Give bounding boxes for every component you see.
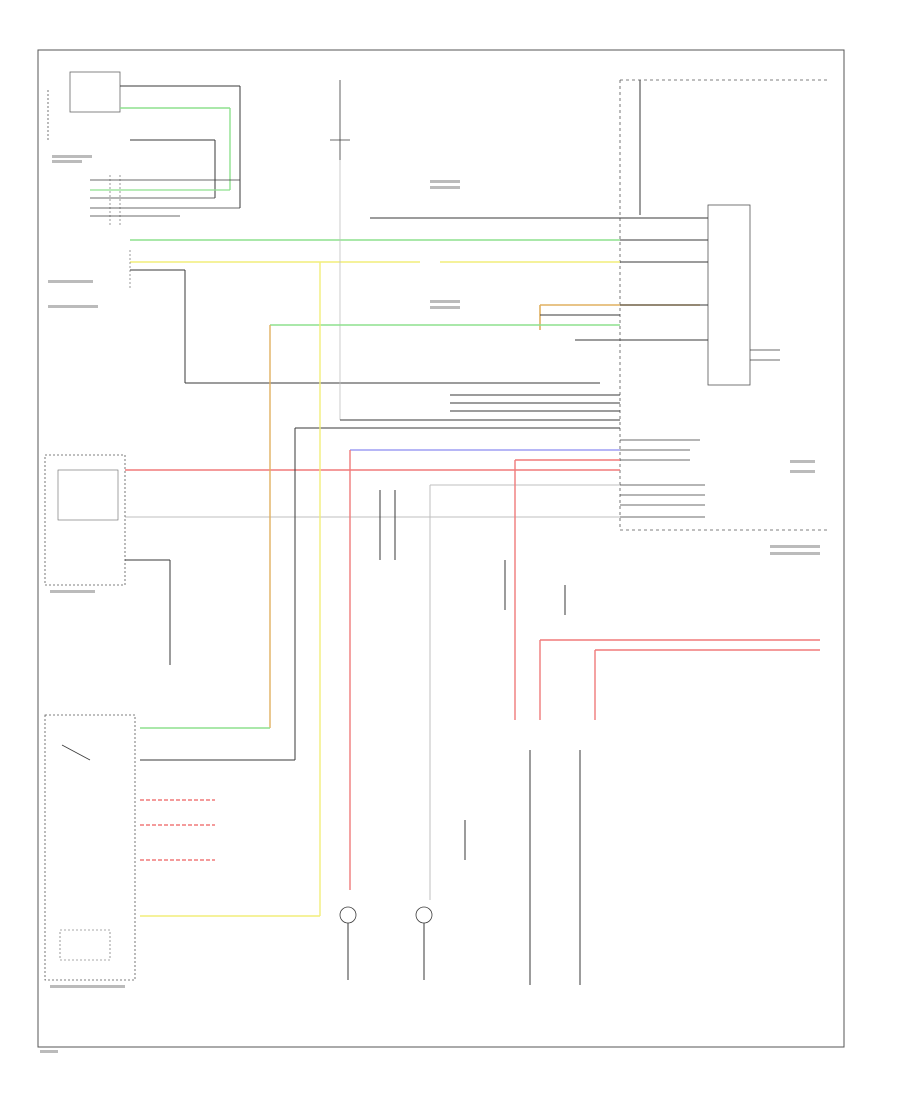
diagram-frame [37,49,845,1048]
trunk-lines [125,217,700,518]
vertical-drops [269,262,820,916]
cruise-main-switch [44,714,320,981]
main-relay-block [620,204,830,531]
cruise-control-switch [44,454,171,665]
combination-switch [47,71,241,225]
ground-points [339,560,581,985]
cruise-combo-switch-connector [129,239,600,384]
illegible-labels [40,155,820,1053]
